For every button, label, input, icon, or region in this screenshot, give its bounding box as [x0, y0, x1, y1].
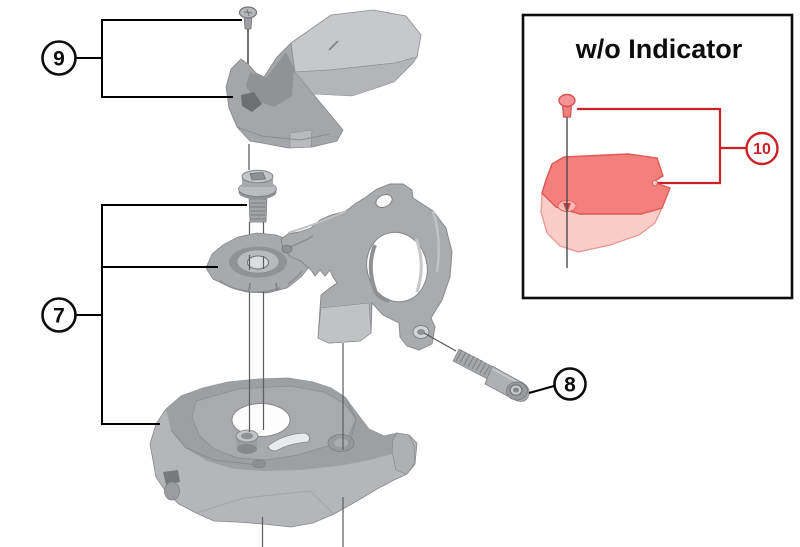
leader-stub-8 — [528, 385, 555, 394]
bracket-unit-assembly: 7 — [41, 169, 418, 547]
leader-line-9 — [101, 19, 242, 98]
callout-7-circle — [41, 297, 77, 333]
callout-10-label: 10 — [753, 141, 771, 158]
axis-line — [248, 292, 265, 432]
flange-bolt-icon — [238, 169, 277, 223]
callout-7-label: 7 — [53, 305, 65, 328]
leader-line-10 — [577, 107, 722, 185]
no-indicator-inset: w/o Indicator 10 — [521, 13, 794, 300]
no-indicator-screw-icon — [558, 93, 576, 268]
bracket-cover-icon — [149, 377, 418, 528]
clamp-band-body — [280, 183, 453, 351]
no-indicator-cover-icon — [540, 153, 671, 253]
clamp-bolt-assembly: 8 — [423, 332, 587, 402]
axis-line — [261, 497, 344, 547]
callout-8-circle — [553, 367, 587, 401]
inset-title: w/o Indicator — [575, 34, 743, 64]
axis-line — [423, 332, 457, 352]
clamp-bolt-icon — [452, 348, 530, 402]
callout-9-circle — [41, 40, 77, 76]
callout-8-label: 8 — [564, 374, 576, 397]
indicator-lens — [290, 9, 422, 97]
indicator-cover-assembly: 9 — [41, 6, 422, 149]
callout-9-label: 9 — [53, 48, 65, 71]
indicator-cover-base — [225, 42, 344, 149]
callout-10-circle — [745, 131, 779, 166]
axis-line — [248, 255, 265, 270]
